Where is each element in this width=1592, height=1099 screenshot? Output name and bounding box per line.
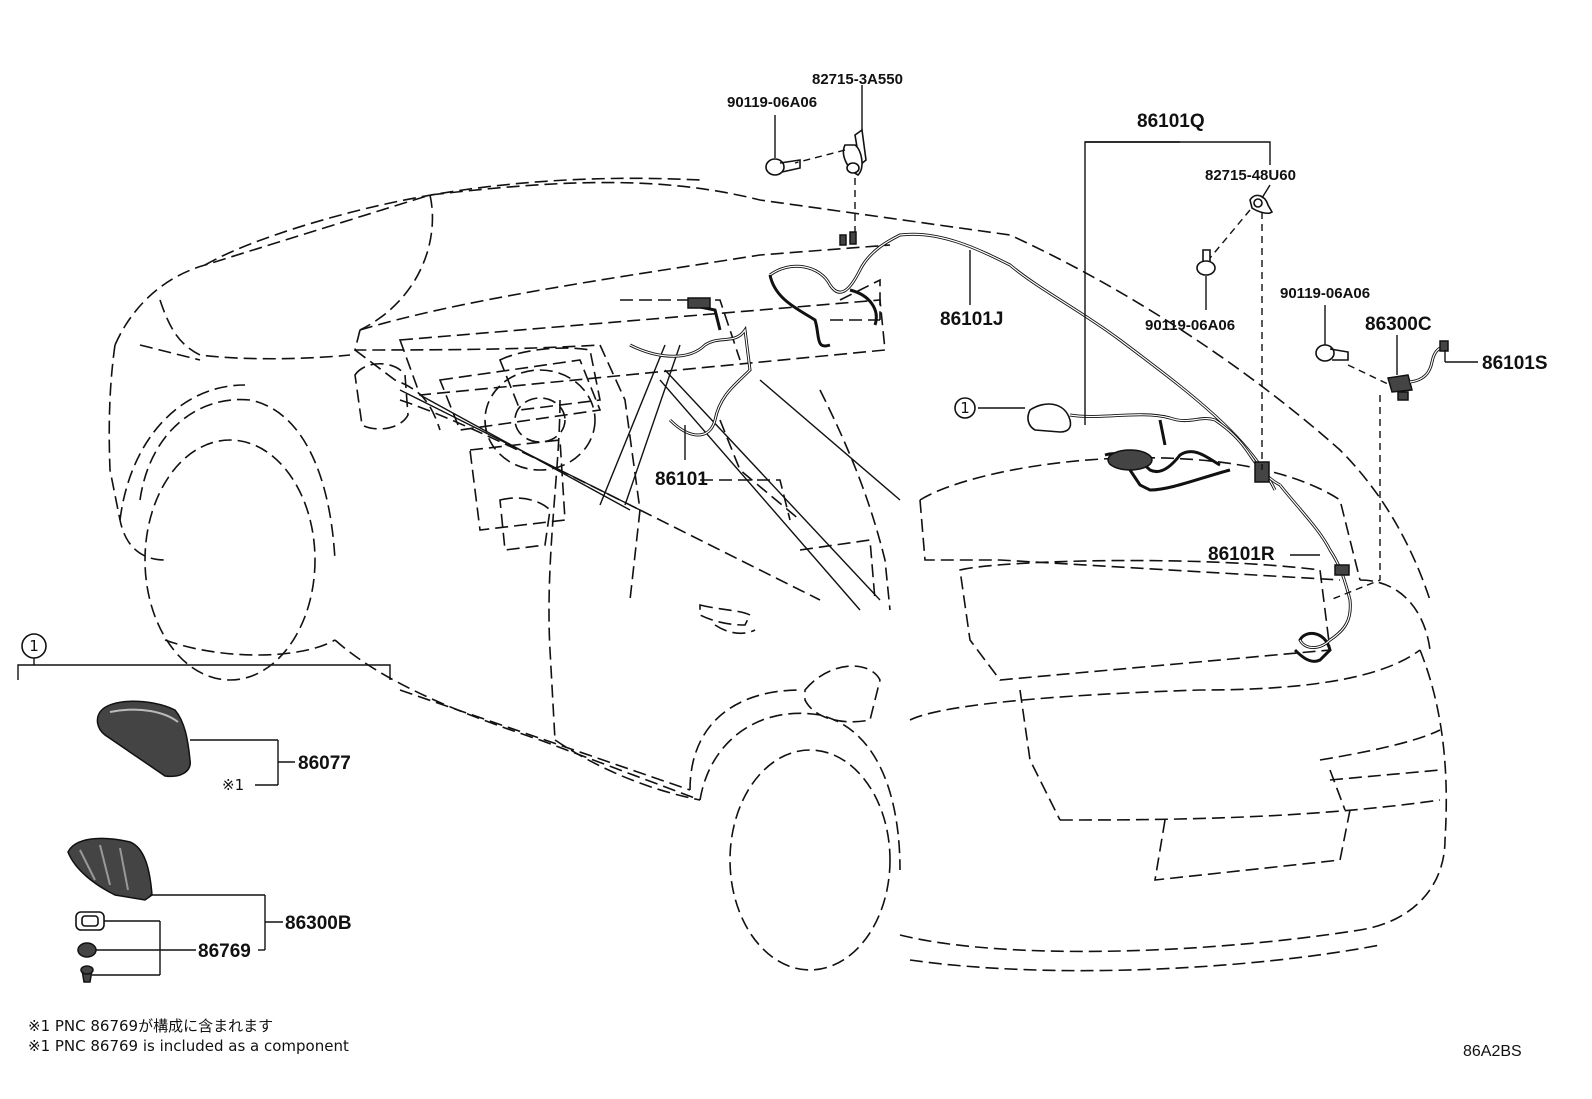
diagram-code: 86A2BS	[1463, 1043, 1522, 1060]
callout-1-detail: 1	[17, 633, 391, 680]
label-86077: 86077	[298, 753, 351, 774]
vehicle-body-outline	[108, 177, 1448, 972]
antenna-cover-86077: ※1 86077	[96, 700, 351, 794]
callout-number-detail: 1	[29, 637, 39, 655]
part-labels: 82715-3A550 90119-06A06 86101Q 82715-48U…	[655, 71, 1548, 565]
label-86101r: 86101R	[1208, 544, 1275, 565]
gasket-set-86769: 86769	[75, 911, 265, 983]
label-86300b: 86300B	[285, 913, 352, 934]
amplifier-86300c	[1329, 335, 1413, 601]
wire-harness-86101r	[1278, 484, 1352, 663]
label-82715-3a550: 82715-3A550	[812, 71, 903, 88]
bracket-82715-48u60	[1209, 184, 1274, 470]
roof-antenna-position: 1	[954, 397, 1072, 433]
label-86300c: 86300C	[1365, 314, 1432, 335]
wire-harness-86101	[629, 297, 752, 437]
bracket-82715-3a550	[794, 85, 867, 246]
interior-pillars	[399, 344, 901, 611]
label-82715-48u60: 82715-48U60	[1205, 167, 1296, 184]
label-86101q: 86101Q	[1137, 111, 1205, 132]
label-86101s: 86101S	[1482, 353, 1548, 374]
footnote-english: ※1 PNC 86769 is included as a component	[28, 1037, 349, 1055]
label-90119-06a06-mid: 90119-06A06	[1145, 317, 1235, 334]
connector-86101r	[1334, 564, 1350, 576]
bolt-90119-06a06-top	[765, 115, 801, 176]
callout-number-vehicle: 1	[960, 399, 970, 417]
wire-harness-86101q	[1069, 413, 1281, 492]
bolt-90119-06a06-right	[1315, 305, 1391, 386]
connector-86101	[687, 297, 711, 309]
antenna-assy-86300b: 86300B	[67, 837, 352, 950]
label-86101: 86101	[655, 469, 708, 490]
callout-circle-1-vehicle	[954, 397, 976, 419]
leader-lines	[684, 141, 1320, 556]
label-90119-06a06-top: 90119-06A06	[727, 94, 817, 111]
bolt-90119-06a06-mid	[1196, 249, 1216, 310]
connector-rear-junction	[1254, 461, 1270, 483]
footnote-japanese: ※1 PNC 86769が構成に含まれます	[28, 1017, 273, 1035]
label-86101j: 86101J	[940, 309, 1003, 330]
footnotes: ※1 PNC 86769が構成に含まれます ※1 PNC 86769 is in…	[28, 1017, 1522, 1060]
cable-86101s	[1409, 340, 1478, 384]
label-86769: 86769	[198, 941, 251, 962]
mark-note-1: ※1	[222, 776, 244, 794]
harness-bundle-86101q	[1107, 449, 1153, 471]
wire-harness-86101j	[768, 232, 1277, 491]
label-90119-06a06-right: 90119-06A06	[1280, 285, 1370, 302]
